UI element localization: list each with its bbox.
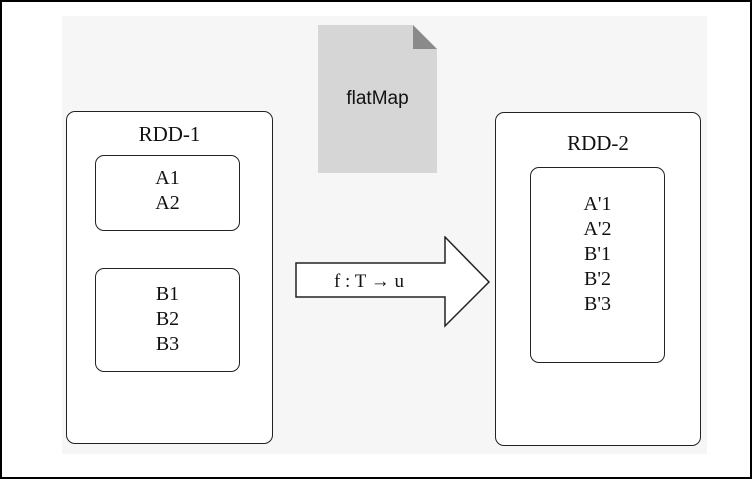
partition-item: B1 [155, 283, 180, 305]
partition-item: A'1 [583, 193, 612, 215]
rdd2-title: RDD-2 [567, 131, 629, 155]
partition-item: B'2 [584, 268, 611, 290]
rdd1-partition-a: A1 A2 [95, 155, 240, 231]
partition-item: A1 [155, 167, 180, 189]
transform-arrow [295, 236, 491, 328]
partition-item: B3 [155, 333, 180, 355]
partition-item: A'2 [583, 218, 612, 240]
partition-item: B'1 [584, 243, 611, 265]
partition-item: B2 [155, 308, 180, 330]
partition-items: B1 B2 B3 [96, 282, 239, 357]
rdd2-partition: A'1 A'2 B'1 B'2 B'3 [530, 167, 665, 363]
partition-item: B'3 [584, 293, 611, 315]
operation-name: flatMap [346, 88, 409, 109]
partition-item: A2 [155, 192, 180, 214]
rdd1-partition-b: B1 B2 B3 [95, 268, 240, 372]
function-label: f : T → u [333, 271, 405, 292]
document-icon [318, 25, 437, 173]
partition-items: A'1 A'2 B'1 B'2 B'3 [531, 192, 664, 317]
partition-items: A1 A2 [96, 166, 239, 216]
rdd1-title: RDD-1 [138, 122, 201, 146]
